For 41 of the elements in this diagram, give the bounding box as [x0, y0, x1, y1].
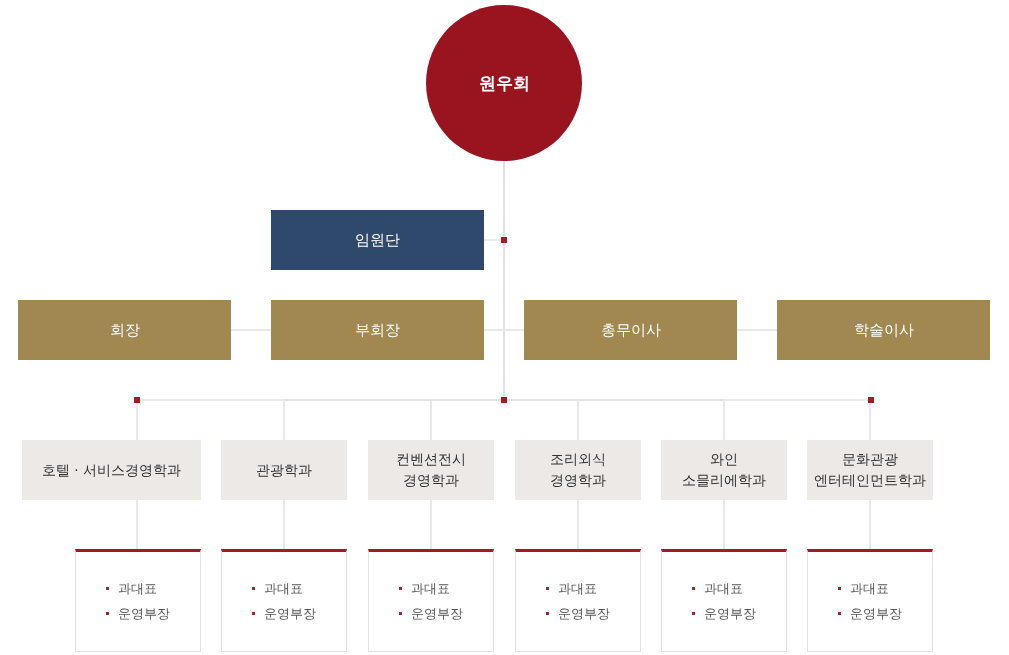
- roles-card: [368, 549, 494, 652]
- role-text: 과대표: [692, 576, 743, 602]
- role-text: 운영부장: [399, 601, 463, 627]
- role-text: 운영부장: [692, 601, 756, 627]
- node-label: 총무이사: [600, 320, 661, 340]
- officer-box: [777, 300, 990, 360]
- role-text: 운영부장: [106, 601, 170, 627]
- officer-box: [18, 300, 231, 360]
- department-box: [368, 440, 494, 500]
- node-label: 임원단: [355, 230, 400, 250]
- role-text: 과대표: [546, 576, 597, 602]
- node-label: 호텔 · 서비스경영학과: [42, 460, 181, 480]
- department-box: [807, 440, 933, 500]
- officer-box: [271, 300, 484, 360]
- node-label: 원우회: [478, 71, 530, 95]
- role-text: 운영부장: [546, 601, 610, 627]
- role-text: 운영부장: [252, 601, 316, 627]
- roles-card: [661, 549, 787, 652]
- department-box: [661, 440, 787, 500]
- executive-box: [271, 210, 484, 270]
- node-label: 부회장: [355, 320, 400, 340]
- role-text: 과대표: [399, 576, 450, 602]
- officer-box: [524, 300, 737, 360]
- node-label: 와인 소믈리에학과: [681, 450, 767, 490]
- node-label: 문화관광 엔터테인먼트학과: [814, 450, 926, 490]
- node-label: 회장: [109, 320, 140, 340]
- role-text: 과대표: [252, 576, 303, 602]
- role-text: 과대표: [838, 576, 889, 602]
- roles-card: [75, 549, 201, 652]
- roles-card: [515, 549, 641, 652]
- department-box: [22, 440, 201, 500]
- role-text: 운영부장: [838, 601, 902, 627]
- roles-card: [807, 549, 933, 652]
- node-label: 관광학과: [256, 460, 312, 480]
- department-box: [515, 440, 641, 500]
- roles-card: [221, 549, 347, 652]
- node-label: 컨벤션전시 경영학과: [395, 450, 467, 490]
- node-label: 조리외식 경영학과: [549, 450, 607, 490]
- department-box: [221, 440, 347, 500]
- role-text: 과대표: [106, 576, 157, 602]
- node-label: 학술이사: [853, 320, 914, 340]
